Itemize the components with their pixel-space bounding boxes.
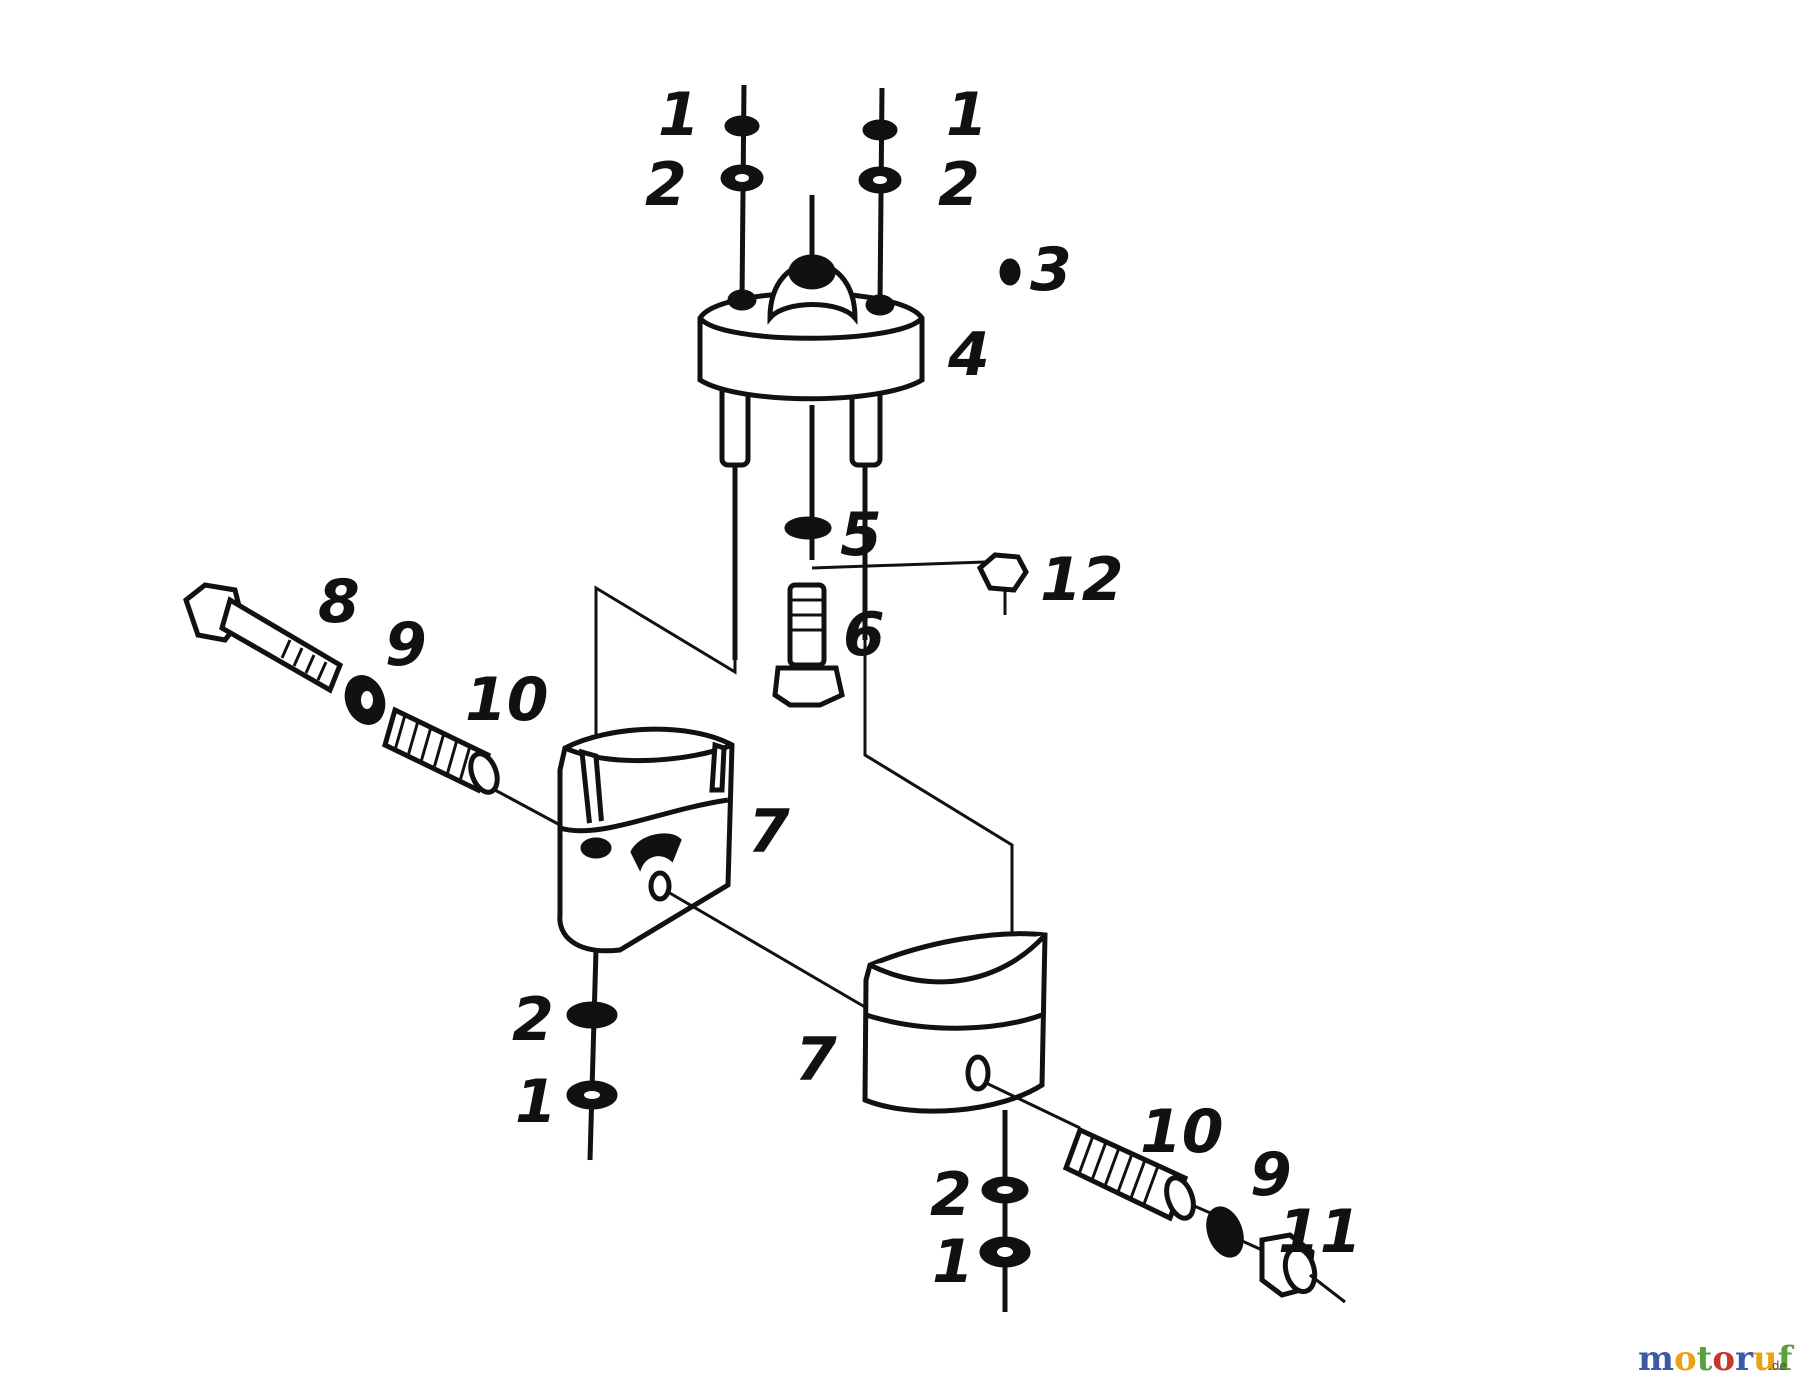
- top-fastener-left: [720, 84, 764, 301]
- label-2-top-right: 2: [938, 150, 980, 220]
- label-9-right: 9: [1250, 1140, 1292, 1210]
- label-12: 12: [1040, 545, 1124, 615]
- guide-line-right: [863, 640, 1014, 935]
- wm-letter-t: t: [1697, 1339, 1713, 1379]
- label-3: 3: [1030, 235, 1072, 305]
- wm-letter-u: u: [1753, 1339, 1778, 1379]
- label-11: 11: [1278, 1197, 1362, 1267]
- label-10-right: 10: [1140, 1097, 1224, 1167]
- part-2-washer-bottom-left: [566, 1001, 618, 1029]
- label-9-left: 9: [385, 610, 427, 680]
- wm-letter-f: f: [1778, 1339, 1795, 1379]
- wm-letter-r: r: [1735, 1339, 1754, 1379]
- wm-letter-o1: o: [1674, 1339, 1697, 1379]
- bolt-axis-left: [494, 788, 561, 827]
- watermark-logo: motoruf .de: [1638, 1339, 1795, 1379]
- wm-letter-o2: o: [1712, 1339, 1735, 1379]
- part-4-housing: [697, 254, 925, 660]
- part-10-spring-right: [1062, 1126, 1196, 1222]
- label-2-bottom-right: 2: [930, 1160, 972, 1230]
- label-8: 8: [318, 567, 360, 637]
- part-3-ball: [999, 258, 1021, 286]
- label-2-bottom-left: 2: [512, 985, 554, 1055]
- label-1-top-left: 1: [658, 80, 700, 150]
- part-6-bolt: [772, 582, 845, 708]
- axis-left-bottom: [587, 949, 599, 1161]
- leader-12: [811, 560, 986, 570]
- part-9-washer-right: [1206, 1206, 1244, 1258]
- guide-line-left: [594, 585, 737, 815]
- part-10-spring-left: [382, 706, 500, 795]
- part-7-left-bracket: [557, 726, 871, 1012]
- part-7-right-bracket: [862, 931, 1081, 1130]
- part-9-washer-left: [344, 675, 386, 725]
- top-fastener-right: [858, 87, 902, 306]
- label-1-bottom-left: 1: [515, 1067, 557, 1137]
- label-7-left: 7: [748, 797, 790, 867]
- part-12-nut: [976, 552, 1029, 615]
- label-7-right: 7: [795, 1025, 837, 1095]
- label-1-top-right: 1: [946, 80, 988, 150]
- label-5: 5: [840, 500, 882, 570]
- label-1-bottom-right: 1: [932, 1227, 974, 1297]
- label-6: 6: [843, 600, 885, 670]
- label-2-top-left: 2: [645, 150, 687, 220]
- wm-letter-m: m: [1638, 1339, 1674, 1379]
- wm-tld: .de: [1768, 1359, 1787, 1373]
- label-10-left: 10: [465, 665, 549, 735]
- label-4: 4: [947, 320, 990, 390]
- part-8-bolt: [183, 582, 344, 694]
- part-5-washer: [784, 516, 832, 540]
- svg-text:motoruf: motoruf: [1638, 1339, 1795, 1379]
- part-11-nut: [1259, 1232, 1346, 1304]
